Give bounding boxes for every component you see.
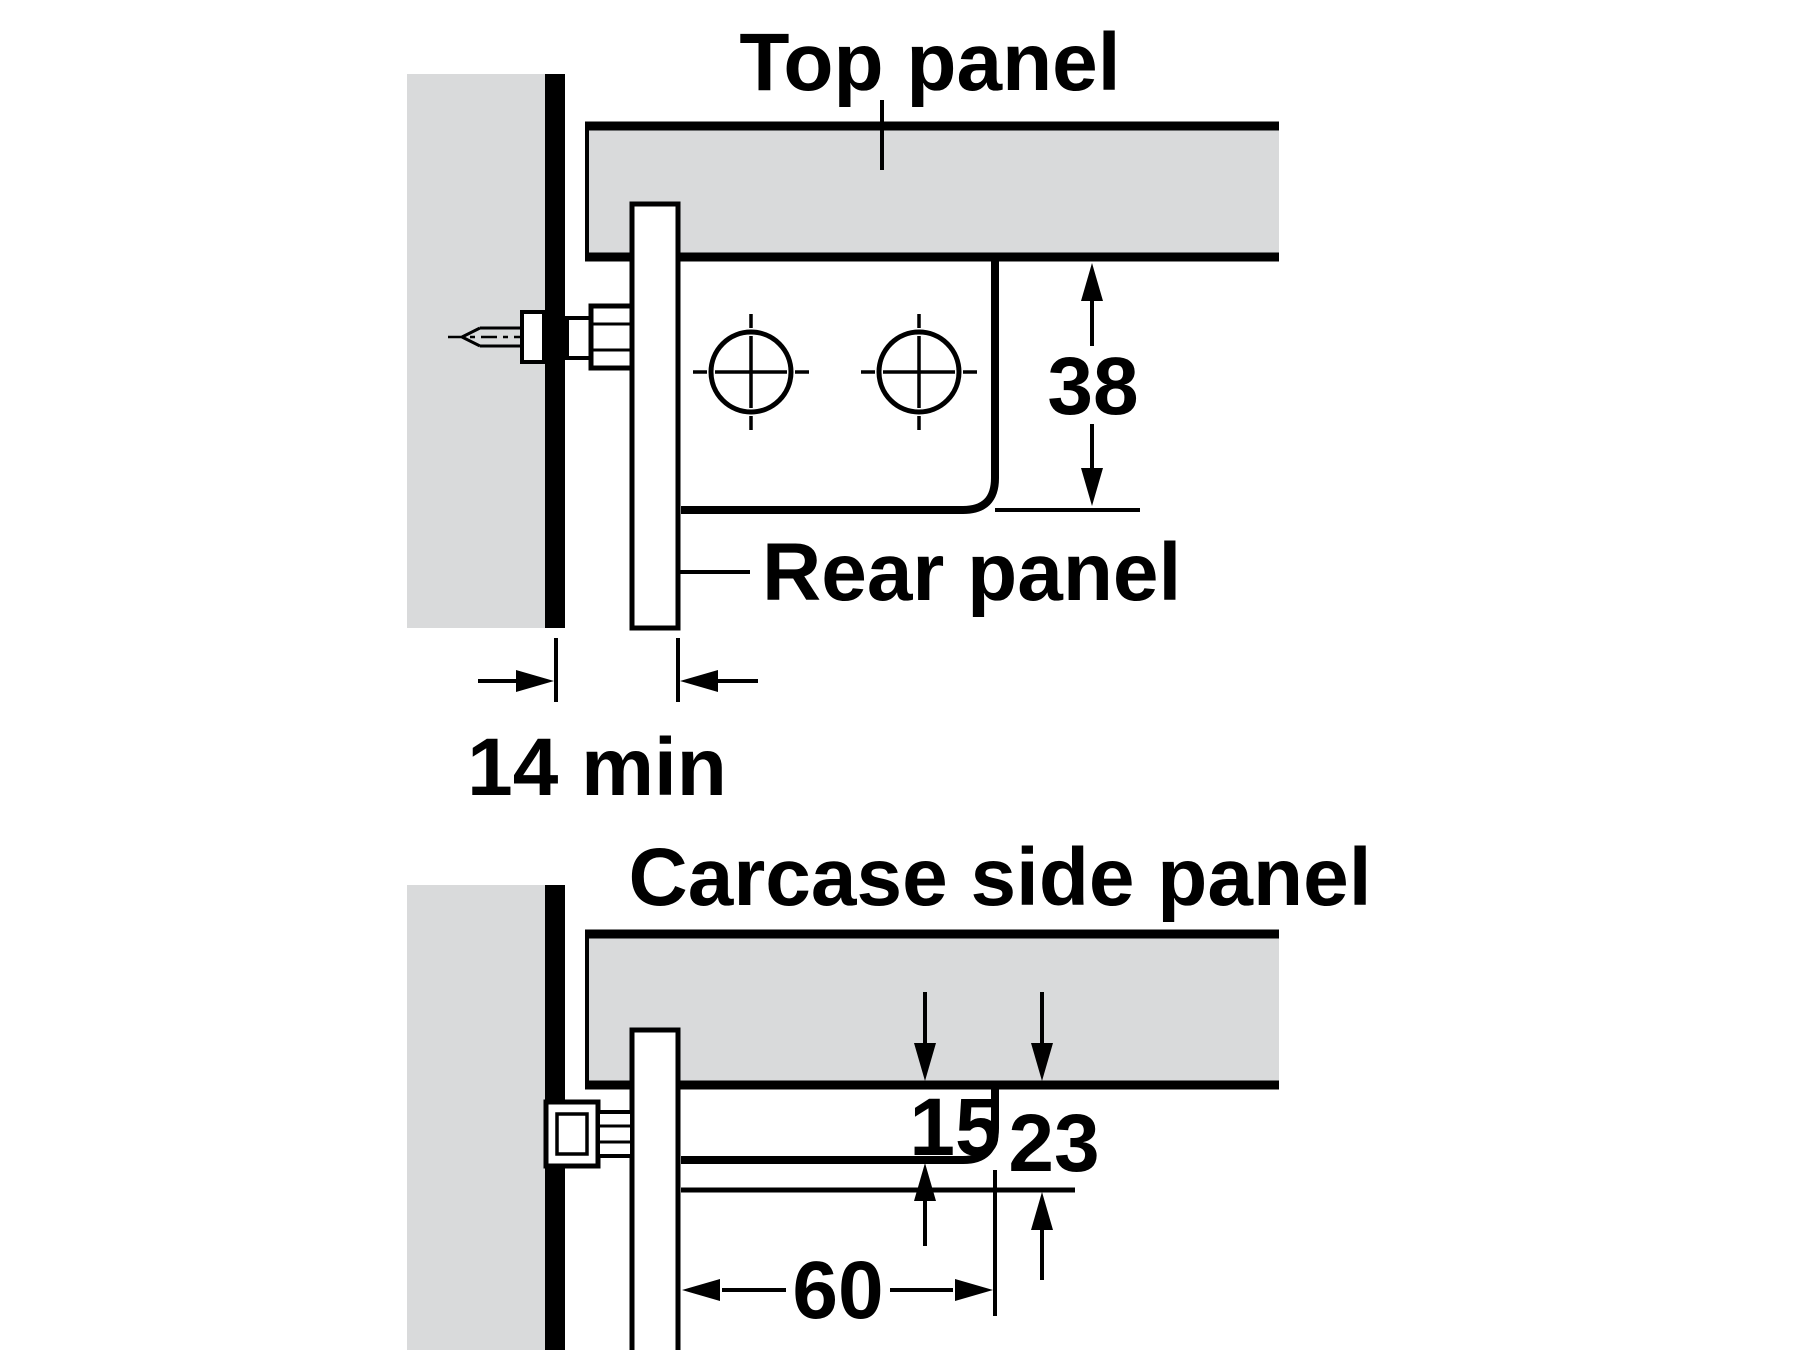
dimension-60-arrow-left bbox=[682, 1279, 720, 1301]
rear-panel-cross-section-bottom bbox=[629, 1027, 681, 1350]
cabinet-hanger-fitting-top-view bbox=[448, 303, 635, 371]
dimension-15-arrow-up bbox=[914, 1163, 936, 1201]
dimension-15-value: 15 bbox=[909, 1082, 1000, 1173]
top-panel-cross-section bbox=[585, 122, 1279, 257]
dimension-60-value: 60 bbox=[792, 1245, 883, 1336]
rear-panel-cross-section bbox=[629, 201, 681, 631]
rear-panel-label: Rear panel bbox=[762, 527, 1181, 618]
dimension-60-arrow-right bbox=[955, 1279, 993, 1301]
hanger-housing-outline-side-view bbox=[681, 1089, 999, 1164]
screw-tip-lower-line bbox=[461, 335, 481, 348]
dimension-38-arrow-down bbox=[1081, 468, 1103, 506]
hanger-housing-outline-top-view bbox=[681, 261, 999, 514]
hanger-connector bbox=[596, 1110, 634, 1158]
hanger-neck bbox=[565, 316, 593, 360]
wall-plug-body bbox=[520, 310, 546, 364]
dimension-38-arrow-up bbox=[1081, 263, 1103, 301]
dimension-15-arrow-down bbox=[914, 1043, 936, 1081]
dimension-60: 60 bbox=[682, 1170, 997, 1336]
top-view-section: Top panel bbox=[407, 17, 1279, 813]
dimension-14-arrow-left bbox=[680, 670, 718, 692]
dimension-14-min-value: 14 min bbox=[467, 722, 727, 813]
drill-hole-marker-1 bbox=[693, 314, 809, 430]
top-panel-label: Top panel bbox=[739, 17, 1120, 108]
dimension-23-arrow-up bbox=[1031, 1192, 1053, 1230]
hanger-wall-bracket-inner bbox=[555, 1112, 589, 1156]
side-panel-cross-section bbox=[585, 930, 1279, 1085]
hanger-body bbox=[588, 303, 635, 371]
dimension-14-arrow-right bbox=[516, 670, 554, 692]
dimension-23-value: 23 bbox=[1008, 1098, 1099, 1189]
cabinet-hanger-fitting-side-view bbox=[543, 1099, 634, 1169]
drill-hole-marker-2 bbox=[861, 314, 977, 430]
wall-cross-section-bottom bbox=[407, 885, 547, 1350]
dimension-23: 23 bbox=[1008, 992, 1100, 1280]
dimension-38: 38 bbox=[1047, 263, 1139, 506]
drill-hole-circle-2 bbox=[876, 329, 962, 415]
dimension-38-value: 38 bbox=[1047, 341, 1138, 432]
dimension-23-arrow-down bbox=[1031, 1043, 1053, 1081]
dimension-15: 15 bbox=[909, 992, 1001, 1246]
dimension-14-min: 14 min bbox=[467, 638, 758, 813]
bottom-view-section: Carcase side panel 15 23 bbox=[407, 832, 1371, 1350]
carcase-side-panel-label: Carcase side panel bbox=[629, 832, 1372, 923]
screw-tip-upper-line bbox=[461, 326, 481, 339]
drill-hole-circle-1 bbox=[708, 329, 794, 415]
